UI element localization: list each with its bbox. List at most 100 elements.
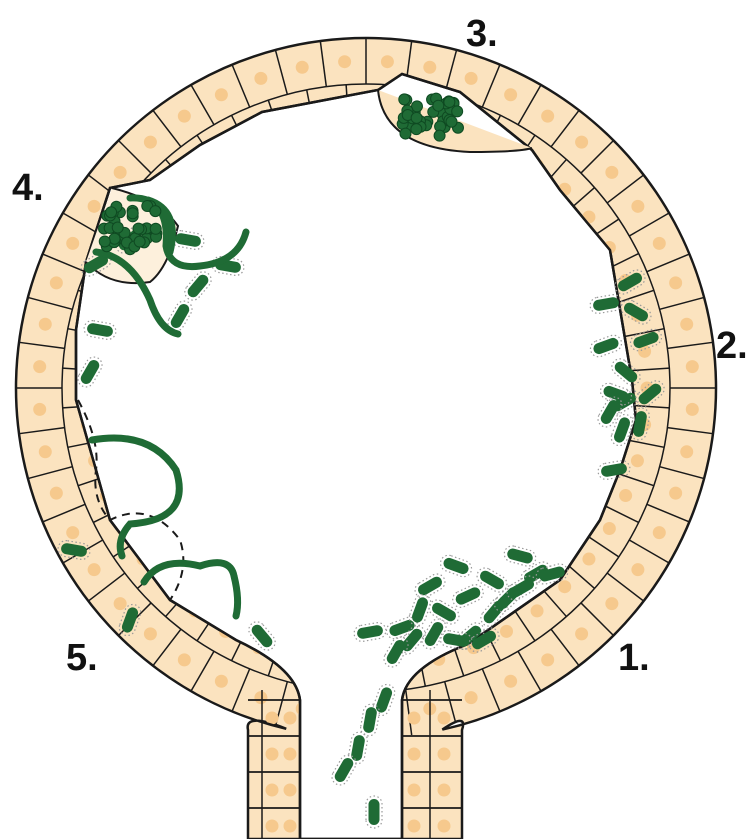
cell-nucleus: [39, 318, 52, 331]
cell-nucleus: [114, 597, 127, 610]
cell-nucleus: [215, 88, 228, 101]
cell-nucleus: [582, 210, 595, 223]
rod-bacterium-icon: [419, 616, 449, 652]
cell-nucleus: [284, 784, 297, 797]
cell-nucleus: [408, 784, 421, 797]
cell-nucleus: [266, 748, 279, 761]
cell-nucleus: [504, 675, 517, 688]
rod-bacterium-icon: [83, 319, 117, 340]
cell-nucleus: [438, 784, 451, 797]
stage-label-2: 2.: [716, 325, 748, 367]
cell-nucleus: [686, 403, 699, 416]
cell-nucleus: [653, 237, 666, 250]
cell-nucleus: [381, 55, 394, 68]
cell-nucleus: [50, 487, 63, 500]
cell-border: [307, 641, 316, 686]
cell-nucleus: [338, 708, 351, 721]
cell-nucleus: [582, 553, 595, 566]
cell-nucleus: [287, 110, 300, 123]
cell-nucleus: [323, 103, 336, 116]
cell-nucleus: [669, 276, 682, 289]
cell-border: [346, 645, 349, 691]
cell-border: [320, 689, 326, 735]
cell-nucleus: [338, 55, 351, 68]
cell-nucleus: [465, 72, 478, 85]
rod-bacterium-icon: [366, 796, 382, 828]
cell-nucleus: [408, 712, 421, 725]
cell-nucleus: [284, 820, 297, 833]
cell-nucleus: [680, 445, 693, 458]
stage-label-3: 3.: [466, 13, 498, 55]
cell-nucleus: [438, 748, 451, 761]
cell-nucleus: [33, 403, 46, 416]
cell-nucleus: [88, 309, 101, 322]
cell-nucleus: [114, 166, 127, 179]
cell-nucleus: [88, 200, 101, 213]
cell-nucleus: [33, 360, 46, 373]
cell-nucleus: [558, 580, 571, 593]
cell-border: [78, 290, 122, 305]
cell-nucleus: [396, 660, 409, 673]
stage-label-4: 4.: [12, 167, 44, 209]
cell-nucleus: [66, 237, 79, 250]
cell-nucleus: [266, 784, 279, 797]
cell-nucleus: [423, 61, 436, 74]
cell-nucleus: [252, 122, 265, 135]
stage-label-5: 5.: [66, 637, 98, 679]
cell-nucleus: [50, 276, 63, 289]
cell-nucleus: [619, 489, 632, 502]
cell-nucleus: [254, 72, 267, 85]
cell-nucleus: [178, 653, 191, 666]
cell-nucleus: [575, 627, 588, 640]
cell-nucleus: [680, 318, 693, 331]
cell-nucleus: [287, 653, 300, 666]
cell-nucleus: [284, 712, 297, 725]
cell-nucleus: [541, 110, 554, 123]
cell-nucleus: [296, 702, 309, 715]
cell-nucleus: [219, 138, 232, 151]
rod-bacterium-icon: [75, 354, 105, 390]
cell-nucleus: [323, 660, 336, 673]
cell-nucleus: [575, 136, 588, 149]
bacteria-layer: [57, 224, 668, 828]
cell-nucleus: [631, 200, 644, 213]
cell-nucleus: [541, 653, 554, 666]
cell-nucleus: [188, 159, 201, 172]
cell-nucleus: [605, 166, 618, 179]
cell-nucleus: [144, 136, 157, 149]
cell-nucleus: [360, 663, 373, 676]
cell-nucleus: [531, 604, 544, 617]
cell-nucleus: [669, 487, 682, 500]
cell-nucleus: [266, 820, 279, 833]
cell-nucleus: [39, 445, 52, 458]
cell-nucleus: [408, 820, 421, 833]
cell-nucleus: [408, 748, 421, 761]
cell-nucleus: [504, 88, 517, 101]
cell-nucleus: [215, 675, 228, 688]
cell-nucleus: [465, 691, 478, 704]
cell-nucleus: [438, 712, 451, 725]
rod-bacterium-icon: [438, 553, 474, 579]
cell-nucleus: [178, 110, 191, 123]
cell-nucleus: [653, 526, 666, 539]
cell-nucleus: [438, 820, 451, 833]
stage-label-1: 1.: [618, 637, 650, 679]
cell-nucleus: [144, 627, 157, 640]
cell-nucleus: [66, 526, 79, 539]
cell-nucleus: [81, 345, 94, 358]
cell-nucleus: [161, 183, 174, 196]
cell-nucleus: [360, 101, 373, 114]
cell-nucleus: [686, 360, 699, 373]
cell-nucleus: [88, 563, 101, 576]
rod-bacterium-icon: [353, 621, 387, 642]
cell-nucleus: [254, 691, 267, 704]
rod-bacterium-icon: [502, 544, 537, 568]
cell-nucleus: [500, 625, 513, 638]
cell-nucleus: [605, 597, 618, 610]
cell-nucleus: [631, 563, 644, 576]
cell-nucleus: [603, 522, 616, 535]
cell-nucleus: [296, 61, 309, 74]
rod-bacterium-icon: [588, 333, 624, 359]
rod-bacterium-icon: [182, 269, 215, 304]
